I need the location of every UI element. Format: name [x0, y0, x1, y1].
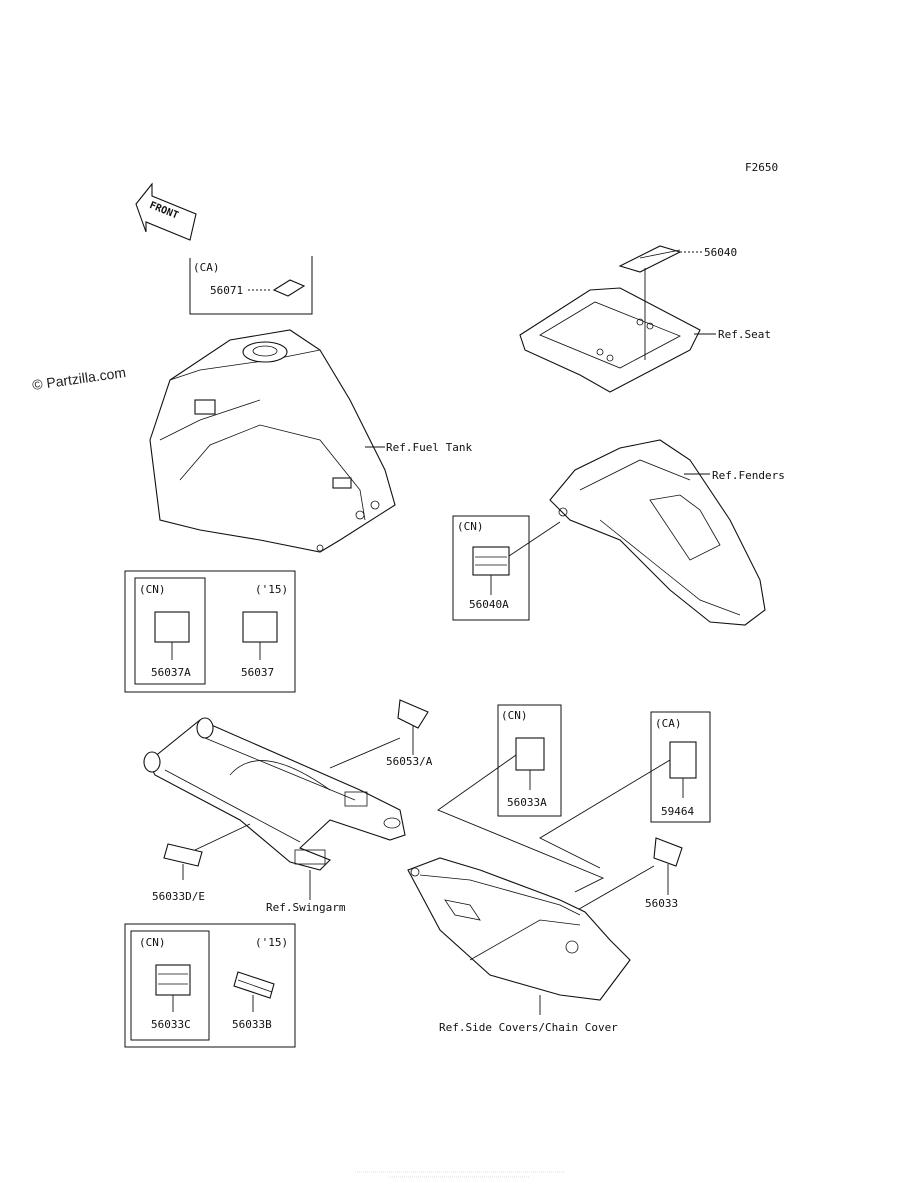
callout-cn-56040a: (CN) 56040A — [452, 515, 561, 621]
figure-code: F2650 — [745, 161, 778, 174]
svg-text:(CN): (CN) — [139, 583, 166, 596]
svg-text:(CA): (CA) — [193, 261, 220, 274]
part-56033d: 56033D/E — [152, 890, 205, 903]
svg-text:56033C: 56033C — [151, 1018, 191, 1031]
part-56040: 56040 — [704, 246, 737, 259]
callout-ca-56071: (CA) 56071 — [189, 256, 313, 315]
ref-fenders: Ref.Fenders — [712, 469, 785, 482]
footer-copyright — [355, 1168, 565, 1180]
callout-ca-59464: (CA) 59464 — [650, 711, 711, 823]
side-cover-drawing — [407, 857, 631, 1015]
callout-cn-56033a: (CN) 56033A — [497, 704, 562, 817]
seat-drawing — [519, 245, 716, 393]
svg-text:(CN): (CN) — [457, 520, 484, 533]
decal-56071 — [272, 279, 306, 297]
part-56033: 56033 — [645, 897, 678, 910]
svg-text:56037A: 56037A — [151, 666, 191, 679]
rear-fender-drawing — [549, 439, 766, 626]
fuel-tank-drawing — [149, 329, 396, 553]
svg-text:56037: 56037 — [241, 666, 274, 679]
decal-56033d — [163, 843, 203, 867]
svg-text:56033B: 56033B — [232, 1018, 272, 1031]
ref-swingarm: Ref.Swingarm — [266, 901, 346, 914]
svg-text:56033A: 56033A — [507, 796, 547, 809]
ref-side-covers: Ref.Side Covers/Chain Cover — [439, 1021, 618, 1034]
svg-text:(CA): (CA) — [655, 717, 682, 730]
part-56053: 56053/A — [386, 755, 433, 768]
svg-text:(CN): (CN) — [139, 936, 166, 949]
callout-56037: (CN) 56037A ('15) 56037 — [124, 570, 296, 693]
svg-text:56071: 56071 — [210, 284, 243, 297]
svg-text:('15): ('15) — [255, 583, 288, 596]
decal-56040 — [618, 245, 682, 273]
svg-text:56040A: 56040A — [469, 598, 509, 611]
svg-text:('15): ('15) — [255, 936, 288, 949]
svg-text:(CN): (CN) — [501, 709, 528, 722]
decal-56053 — [397, 699, 429, 729]
ref-fuel-tank: Ref.Fuel Tank — [386, 441, 472, 454]
swingarm-drawing — [143, 717, 406, 900]
ref-seat: Ref.Seat — [718, 328, 771, 341]
watermark: © Partzilla.com — [31, 364, 127, 393]
decal-56033 — [653, 837, 683, 867]
callout-56033c-56033b: (CN) 56033C ('15) 56033B — [124, 923, 296, 1048]
front-arrow-icon: FRONT — [135, 182, 197, 241]
svg-text:59464: 59464 — [661, 805, 694, 818]
